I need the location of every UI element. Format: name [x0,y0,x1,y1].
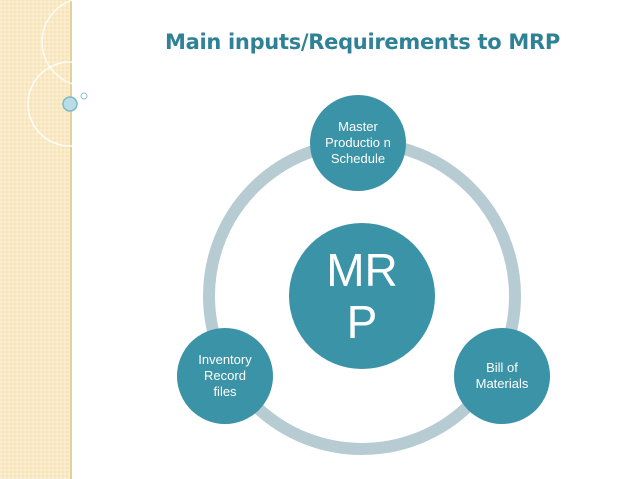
node-inventory-record-files: Inventory Record files [177,328,273,424]
center-node-mrp: MRP [289,223,435,369]
node-bill-of-materials: Bill of Materials [454,328,550,424]
center-node-label: MRP [326,244,398,348]
node-label: Inventory Record files [198,352,252,399]
node-label: Master Productio n Schedule [325,119,391,166]
node-label: Bill of Materials [475,360,529,391]
side-band-edge [70,0,72,479]
slide-title: Main inputs/Requirements to MRP [165,30,560,54]
node-master-production-schedule: Master Productio n Schedule [310,95,406,191]
decorative-circles [27,0,120,147]
